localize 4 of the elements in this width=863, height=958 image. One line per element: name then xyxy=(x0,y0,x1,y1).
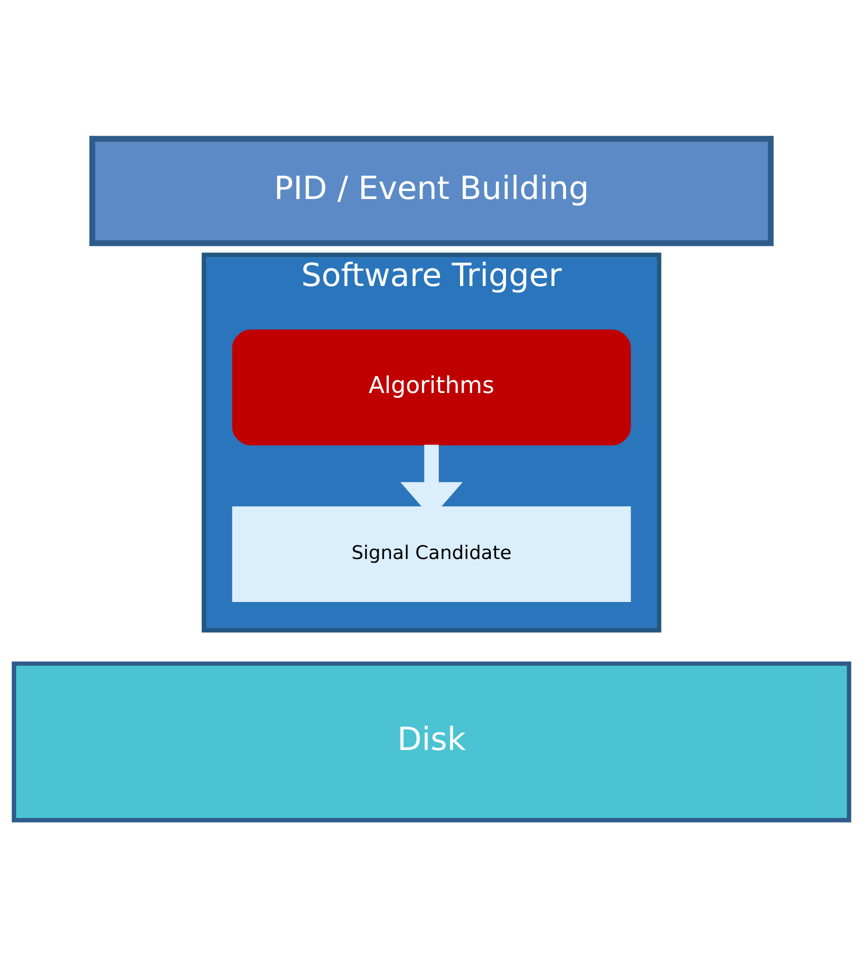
node-box: Disk xyxy=(12,660,852,822)
node-box: PID / Event Building xyxy=(89,135,774,246)
node-box: Algorithms xyxy=(232,328,631,445)
node-box: Signal Candidate xyxy=(232,506,631,602)
